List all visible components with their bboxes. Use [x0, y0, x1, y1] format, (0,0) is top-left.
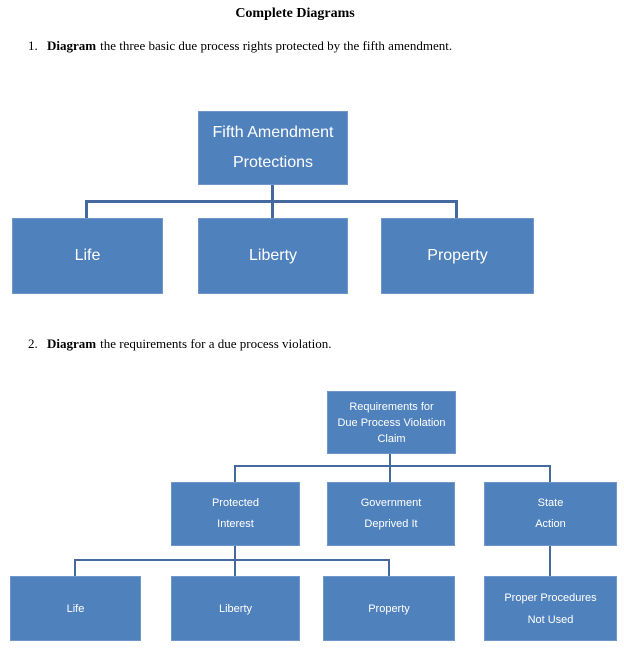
- node-liberty: Liberty: [198, 218, 348, 294]
- node-life: Life: [12, 218, 163, 294]
- connector-horizontal-level2: [234, 465, 551, 467]
- node-line: Action: [535, 518, 566, 530]
- connector-drop-life: [74, 561, 76, 576]
- node-line: Deprived It: [364, 518, 418, 530]
- node-government-deprived-it: Government Deprived It: [327, 482, 455, 546]
- connector-drop-state-action: [549, 467, 551, 482]
- node-protected-interest: Protected Interest: [171, 482, 300, 546]
- node-line: Protections: [232, 154, 314, 171]
- list-number-1: 1.: [28, 38, 38, 53]
- node-line: Due Process Violation: [337, 416, 446, 429]
- list-number-2: 2.: [28, 336, 38, 351]
- list-text-1: the three basic due process rights prote…: [100, 38, 453, 53]
- connector-horizontal: [85, 200, 458, 203]
- node-fifth-amendment-protections: Fifth Amendment Protections: [198, 111, 348, 185]
- node-proper-procedures-not-used: Proper Procedures Not Used: [484, 576, 617, 641]
- node-line: Life: [66, 602, 85, 615]
- connector-protected-stub: [234, 546, 236, 560]
- node-property: Property: [323, 576, 455, 641]
- node-life: Life: [10, 576, 141, 641]
- node-state-action: State Action: [484, 482, 617, 546]
- page-title: Complete Diagrams: [235, 6, 355, 21]
- node-property: Property: [381, 218, 534, 294]
- node-line: Liberty: [218, 602, 253, 615]
- node-line: Property: [427, 247, 488, 264]
- list-keyword-1: Diagram: [47, 38, 97, 53]
- connector-drop-life: [85, 203, 88, 218]
- node-line: Property: [368, 602, 410, 615]
- node-line: Claim: [377, 432, 406, 445]
- node-line: Requirements for: [349, 400, 434, 413]
- node-line: Proper Procedures: [504, 591, 597, 604]
- connector-drop-liberty: [271, 203, 274, 218]
- list-text-2: the requirements for a due process viola…: [100, 336, 332, 351]
- connector-drop-protected-interest: [234, 467, 236, 482]
- node-line: Interest: [217, 518, 254, 530]
- node-line: Protected: [211, 497, 260, 509]
- node-line: State: [537, 497, 564, 509]
- connector-root-stub: [389, 454, 391, 466]
- list-keyword-2: Diagram: [47, 336, 97, 351]
- node-requirements-claim: Requirements for Due Process Violation C…: [327, 391, 456, 454]
- node-liberty: Liberty: [171, 576, 300, 641]
- node-line: Fifth Amendment: [212, 124, 334, 141]
- connector-root-stub: [271, 185, 274, 202]
- connector-drop-property: [455, 203, 458, 218]
- connector-drop-government: [389, 467, 391, 482]
- node-line: Life: [74, 247, 101, 264]
- node-line: Liberty: [248, 247, 298, 264]
- connector-horizontal-level3: [74, 559, 390, 561]
- connector-drop-liberty: [234, 561, 236, 576]
- connector-drop-property: [388, 561, 390, 576]
- node-line: Not Used: [527, 613, 574, 626]
- connector-state-to-procedures: [549, 546, 551, 576]
- node-line: Government: [360, 497, 422, 509]
